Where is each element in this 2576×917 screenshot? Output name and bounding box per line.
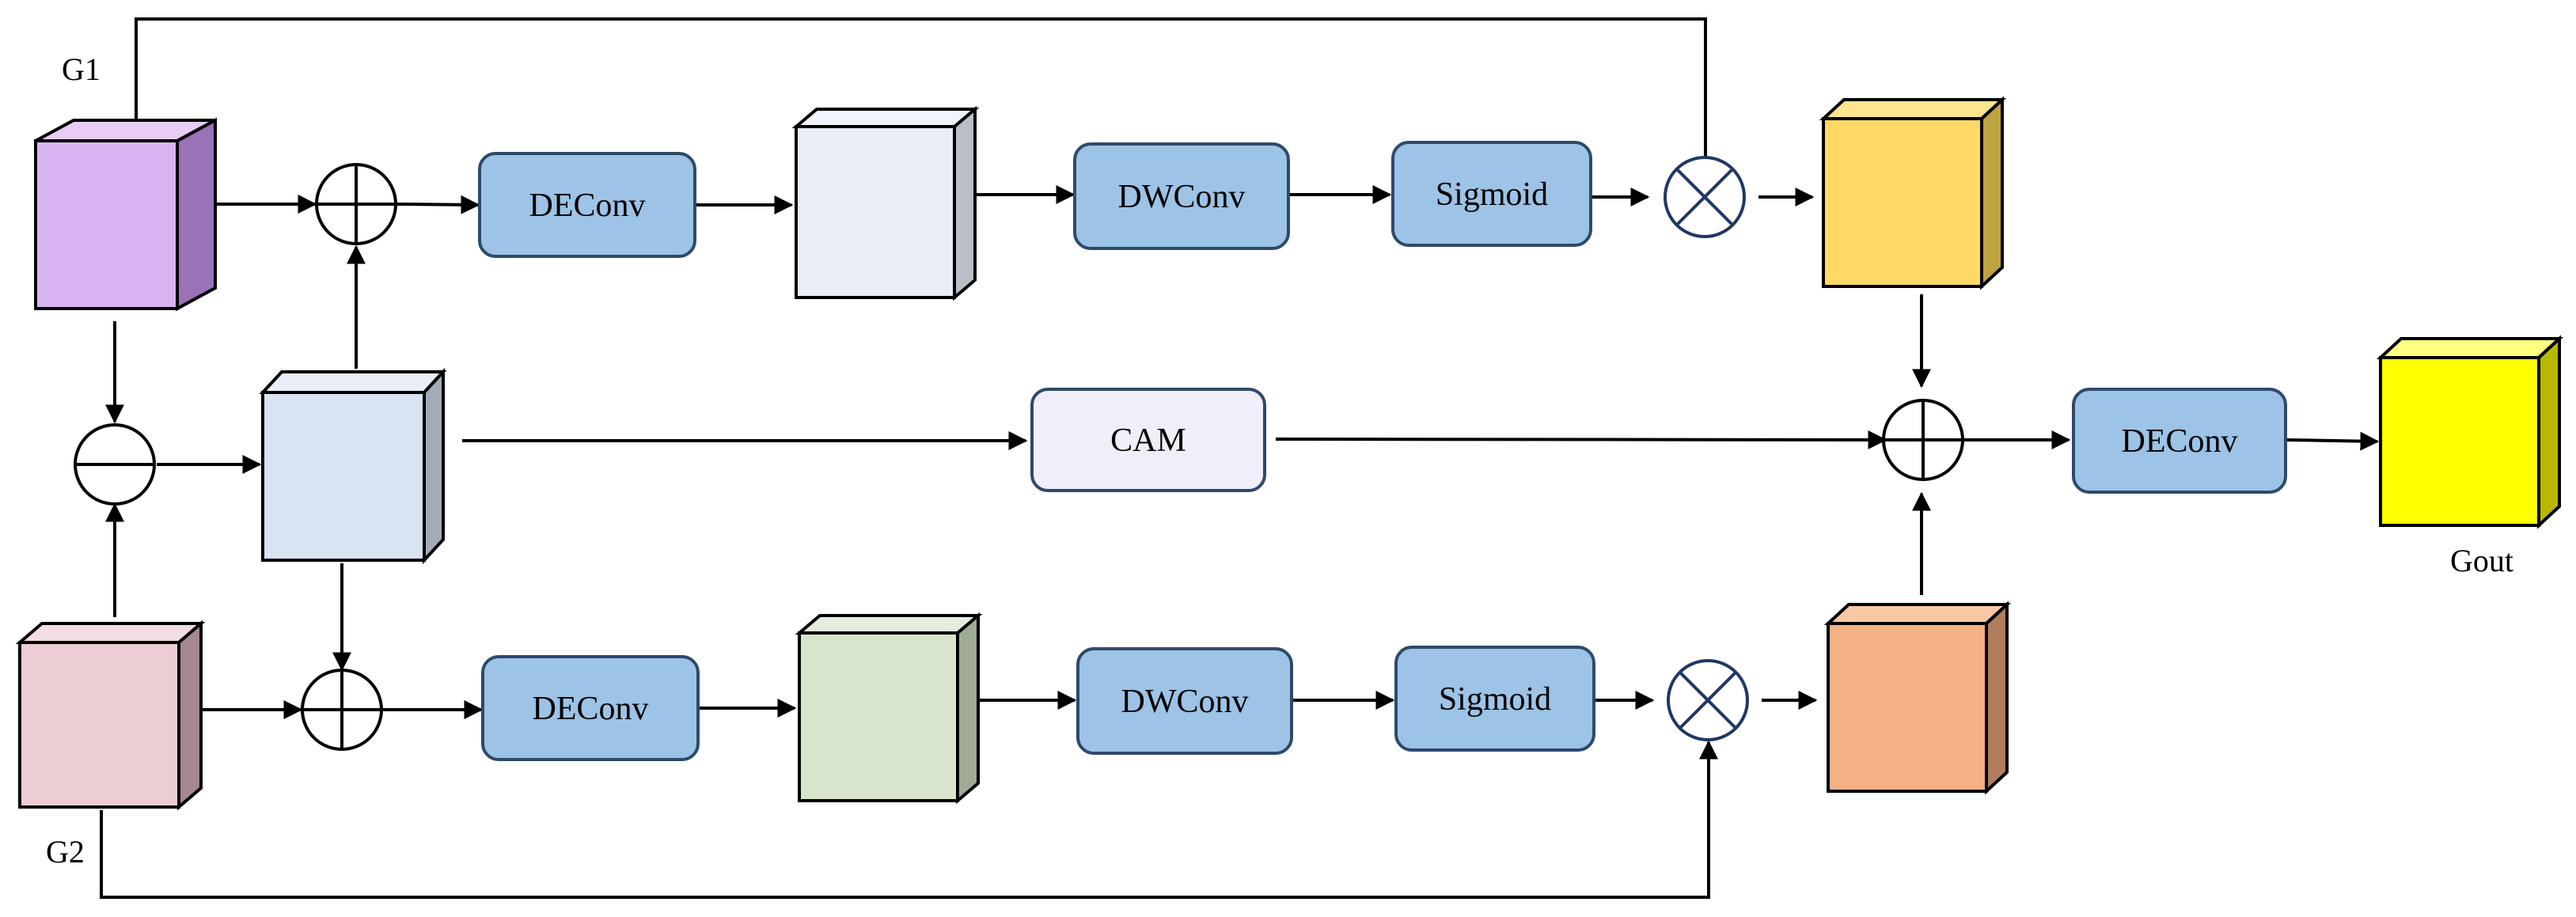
svg-text:CAM: CAM <box>1110 423 1186 459</box>
cam-to-center-add <box>1275 430 1887 449</box>
svg-text:DEConv: DEConv <box>533 691 649 727</box>
top-add-operator <box>315 163 397 245</box>
output-deconv-box: DEConv <box>2072 388 2287 494</box>
svg-text:DEConv: DEConv <box>2122 423 2238 460</box>
g1-skip-wire <box>135 17 1715 195</box>
gout-block <box>2376 335 2564 529</box>
top-dwconv-box: DWConv <box>1073 142 1290 250</box>
svg-text:DEConv: DEConv <box>529 188 646 224</box>
svg-text:DWConv: DWConv <box>1118 179 1246 215</box>
top-add-to-deconv <box>396 195 480 214</box>
top-multiply-operator <box>1664 156 1746 238</box>
bottom-output-block <box>1823 601 2012 795</box>
cam-box: CAM <box>1030 388 1266 492</box>
connection-wires <box>100 17 2380 899</box>
top-sigmoid-box: Sigmoid <box>1391 141 1592 247</box>
gout-label: Gout <box>2450 543 2513 578</box>
g2-block <box>15 620 206 811</box>
svg-text:Sigmoid: Sigmoid <box>1436 176 1548 213</box>
top-output-block <box>1819 96 2007 290</box>
bottom-multiply-operator <box>1667 659 1749 741</box>
bottom-dwconv-box: DWConv <box>1076 647 1293 755</box>
g1-label: G1 <box>62 51 101 87</box>
out-deconv-to-gout <box>2286 431 2380 451</box>
bottom-deconv-box: DEConv <box>481 655 700 761</box>
g1-block <box>34 117 217 312</box>
difference-block <box>259 367 447 565</box>
bottom-feature-block <box>795 612 983 805</box>
g2-skip-wire <box>100 740 1718 899</box>
top-deconv-box: DEConv <box>478 152 696 258</box>
bottom-add-operator <box>301 669 383 751</box>
svg-text:DWConv: DWConv <box>1121 684 1249 720</box>
top-feature-block <box>791 105 980 301</box>
subtract-operator <box>74 423 156 506</box>
g2-label: G2 <box>46 834 85 870</box>
center-add-operator <box>1882 399 1964 481</box>
bottom-sigmoid-box: Sigmoid <box>1394 646 1595 752</box>
svg-text:Sigmoid: Sigmoid <box>1439 681 1551 718</box>
